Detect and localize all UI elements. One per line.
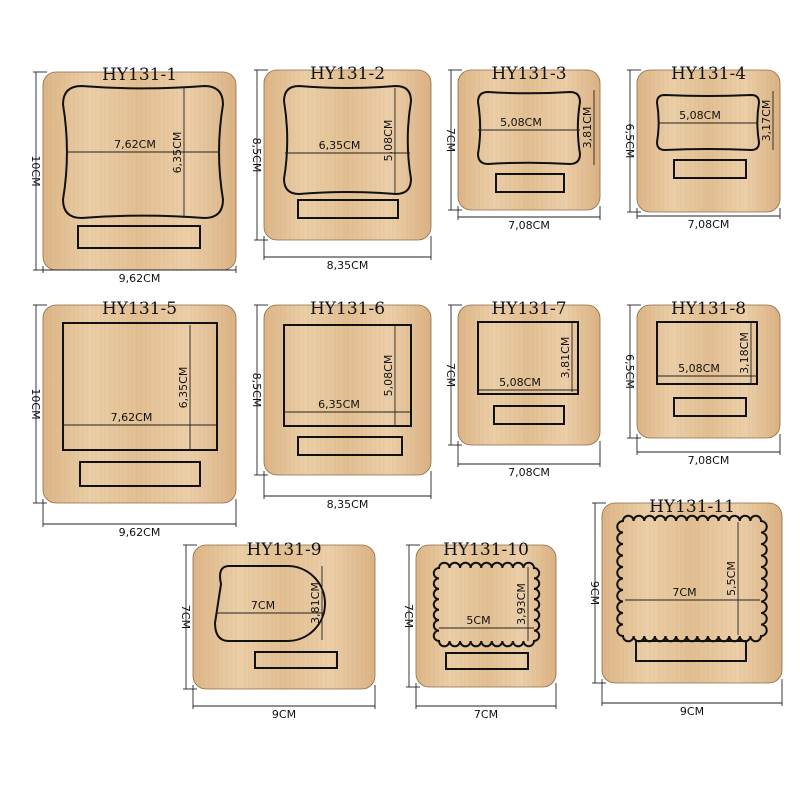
outer-height-label: 8,5CM	[250, 138, 263, 173]
inner-width-label: 7,62CM	[111, 411, 153, 424]
die-title: HY131-4	[671, 64, 746, 84]
die-title: HY131-7	[491, 299, 566, 319]
die-hy131-11: HY131-11 7CM 5,5CM 9CM 9CM	[588, 497, 783, 718]
label-slot	[635, 640, 747, 662]
outer-width-label: 9,62CM	[119, 526, 161, 539]
cut-shape-ticket	[213, 565, 326, 642]
outer-height-label: 8,5CM	[250, 373, 263, 408]
die-title: HY131-10	[443, 540, 529, 560]
label-slot	[495, 173, 565, 193]
outer-width-label: 9CM	[272, 708, 296, 721]
wood-grain	[602, 503, 782, 683]
label-slot	[77, 225, 201, 249]
die-hy131-6: HY131-6 6,35CM 5,08CM 8,35CM 8,5CM	[250, 299, 432, 511]
die-title: HY131-6	[310, 299, 385, 319]
inner-height-label: 3,81CM	[581, 107, 594, 149]
outer-height-label: 6,5CM	[623, 124, 636, 159]
die-hy131-7: HY131-7 5,08CM 3,81CM 7,08CM 7CM	[444, 299, 601, 479]
inner-height-label: 3,17CM	[760, 100, 773, 142]
die-title: HY131-1	[102, 65, 177, 85]
label-slot	[297, 436, 403, 456]
inner-height-label: 6,35CM	[177, 367, 190, 409]
die-hy131-2: HY131-2 6,35CM 5,08CM 8,35CM 8,5CM	[250, 64, 432, 272]
inner-width-label: 5,08CM	[679, 109, 721, 122]
die-hy131-10: HY131-10 5CM 3,93CM 7CM 7CM	[402, 540, 557, 721]
outer-width-label: 7CM	[474, 708, 498, 721]
die-title: HY131-5	[102, 299, 177, 319]
outer-width-label: 7,08CM	[508, 466, 550, 479]
label-slot	[445, 652, 529, 670]
inner-width-label: 7CM	[672, 586, 696, 599]
wood-grain	[264, 305, 431, 475]
inner-height-label: 5,08CM	[382, 120, 395, 162]
wood-grain	[264, 70, 431, 240]
outer-width-label: 7,08CM	[508, 219, 550, 232]
outer-width-label: 8,35CM	[327, 259, 369, 272]
outer-width-label: 7,08CM	[688, 218, 730, 231]
outer-height-label: 7CM	[179, 605, 192, 629]
inner-width-label: 5,08CM	[500, 116, 542, 129]
inner-width-label: 6,35CM	[318, 398, 360, 411]
outer-width-label: 9CM	[680, 705, 704, 718]
wood-grain	[43, 72, 236, 270]
outer-height-label: 7CM	[444, 363, 457, 387]
cut-shape-pillow	[282, 84, 413, 196]
cut-shape-pillow	[655, 93, 761, 152]
die-title: HY131-8	[671, 299, 746, 319]
wood-grain	[637, 70, 780, 212]
label-slot	[297, 199, 399, 219]
outer-width-label: 8,35CM	[327, 498, 369, 511]
inner-height-label: 3,93CM	[515, 583, 528, 625]
inner-height-label: 5,08CM	[382, 355, 395, 397]
outer-height-label: 10CM	[29, 155, 42, 186]
die-hy131-1: HY131-1 7,62CM 6,35CM 9,62CM 10CM	[29, 65, 237, 285]
inner-width-label: 6,35CM	[319, 139, 361, 152]
cut-shape-rect	[283, 324, 412, 427]
label-slot	[254, 651, 338, 669]
wood-grain	[43, 305, 236, 503]
cut-shape-pillow	[61, 84, 225, 220]
die-hy131-4: HY131-4 5,08CM 3,17CM 7,08CM 6,5CM	[623, 64, 781, 231]
inner-height-label: 3,18CM	[738, 332, 751, 374]
cut-shape-rect	[62, 322, 218, 451]
die-hy131-8: HY131-8 5,08CM 3,18CM 7,08CM 6,5CM	[623, 299, 781, 467]
inner-width-label: 5,08CM	[678, 362, 720, 375]
wood-grain	[416, 545, 556, 687]
cut-shape-scallop	[432, 561, 541, 648]
cut-shape-pillow	[476, 90, 582, 166]
cut-shape-scallop	[616, 514, 768, 643]
inner-width-label: 7,62CM	[114, 138, 156, 151]
inner-height-label: 5,5CM	[725, 561, 738, 596]
die-title: HY131-3	[491, 64, 566, 84]
label-slot	[493, 405, 565, 425]
inner-width-label: 5,08CM	[499, 376, 541, 389]
label-slot	[79, 461, 201, 487]
die-title: HY131-2	[310, 64, 385, 84]
wood-grain	[637, 305, 780, 438]
inner-height-label: 3,81CM	[309, 582, 322, 624]
inner-width-label: 5CM	[466, 614, 490, 627]
label-slot	[673, 397, 747, 417]
outer-height-label: 7CM	[402, 604, 415, 628]
inner-height-label: 3,81CM	[559, 337, 572, 379]
outer-width-label: 7,08CM	[688, 454, 730, 467]
outer-height-label: 6,5CM	[623, 354, 636, 389]
die-hy131-5: HY131-5 7,62CM 6,35CM 9,62CM 10CM	[29, 299, 237, 539]
die-title: HY131-9	[246, 540, 321, 560]
inner-width-label: 7CM	[251, 599, 275, 612]
outer-height-label: 9CM	[588, 581, 601, 605]
label-slot	[673, 159, 747, 179]
inner-height-label: 6,35CM	[171, 132, 184, 174]
outer-height-label: 10CM	[29, 388, 42, 419]
cut-shape-rect	[656, 321, 758, 385]
die-hy131-9: HY131-9 7CM 3,81CM 9CM 7CM	[179, 540, 376, 721]
cut-shape-rect	[477, 321, 579, 395]
outer-width-label: 9,62CM	[119, 272, 161, 285]
die-title: HY131-11	[649, 497, 735, 517]
die-hy131-3: HY131-3 5,08CM 3,81CM 7,08CM 7CM	[444, 64, 601, 232]
outer-height-label: 7CM	[444, 128, 457, 152]
